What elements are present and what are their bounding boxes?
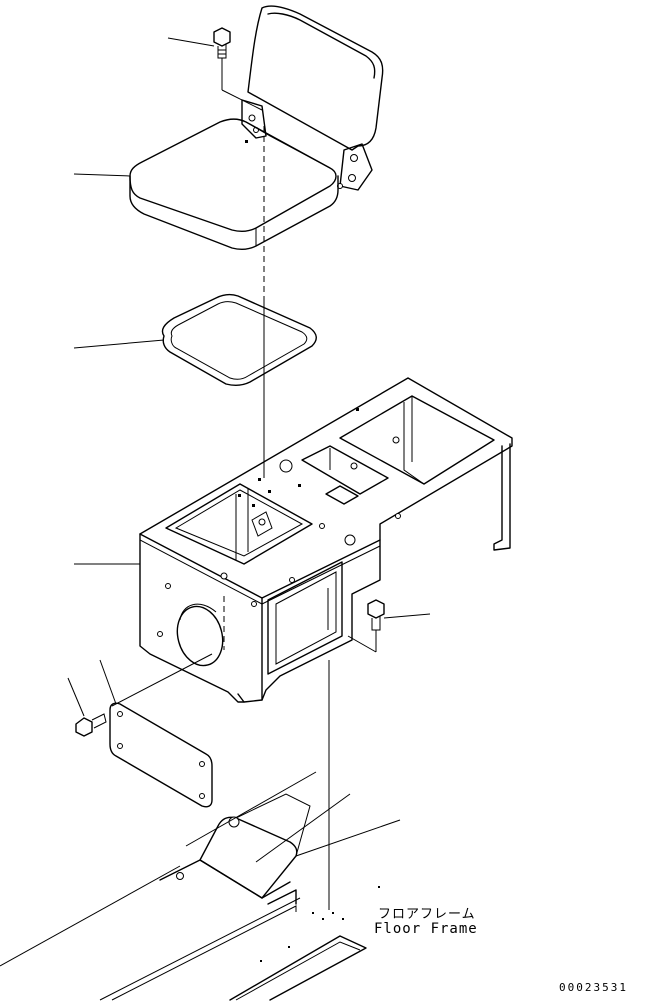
drawing-number: 00023531: [559, 981, 628, 994]
bolt-right: [347, 599, 385, 653]
bolt-top: [213, 27, 263, 111]
floor-frame: [0, 771, 401, 1001]
cover-plate: [109, 653, 213, 808]
bolt-left: [75, 713, 107, 737]
seat-cushion: [129, 118, 339, 251]
seal-gasket: [161, 293, 317, 387]
leader-lines: [67, 37, 431, 717]
seat-backrest: [241, 5, 384, 191]
seat-stand-frame: [139, 377, 513, 703]
floor-frame-label-jp: フロアフレーム: [378, 907, 476, 922]
floor-frame-label-en: Floor Frame: [374, 921, 478, 937]
